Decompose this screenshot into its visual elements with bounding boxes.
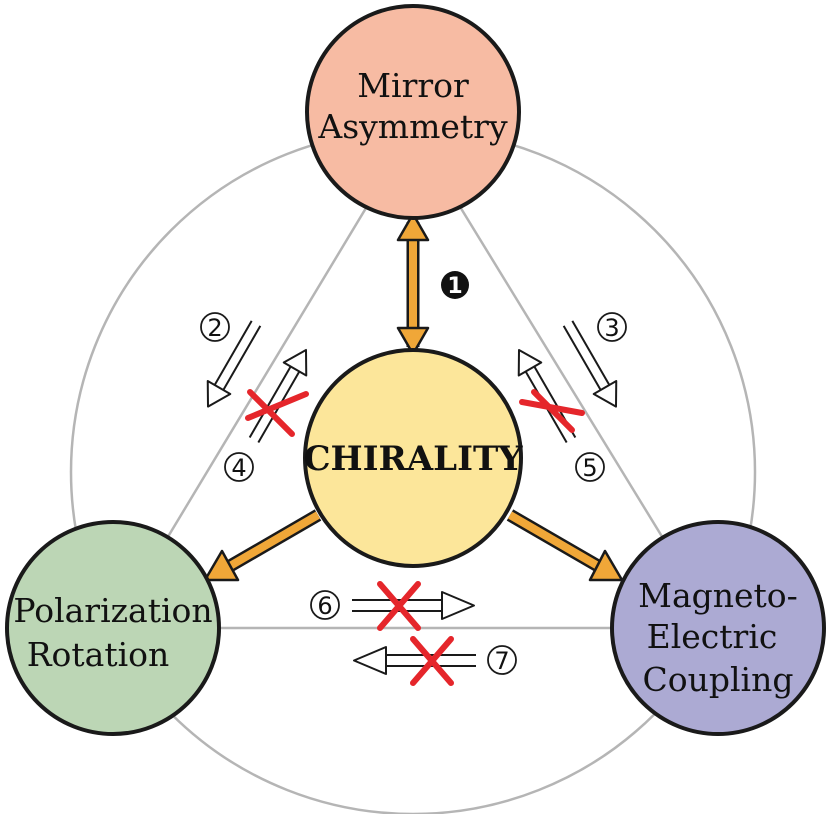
svg-text:1: 1: [447, 274, 462, 299]
magneto-label-line3: Coupling: [643, 660, 794, 699]
arrow-chirality-magneto: [506, 509, 624, 582]
chirality-label: CHIRALITY: [303, 439, 523, 479]
cross-5-red-x-mark: [519, 389, 585, 433]
arrow-1-mirror-chirality: [396, 212, 430, 356]
arrow-chirality-polarization: [203, 509, 322, 582]
marker-6: 6: [310, 590, 340, 620]
svg-text:6: 6: [317, 592, 332, 620]
svg-text:4: 4: [231, 454, 246, 482]
magneto-label-line2: Electric: [647, 617, 778, 656]
node-polarization-rotation: [5, 520, 221, 736]
svg-text:7: 7: [494, 647, 509, 675]
svg-text:5: 5: [582, 454, 597, 482]
cross-7-red-x-mark: [410, 636, 454, 686]
marker-5: 5: [575, 452, 605, 482]
node-mirror-asymmetry: [305, 4, 521, 220]
cross-4-red-x-mark: [245, 389, 309, 437]
mirror-label-line1: Mirror: [357, 66, 469, 105]
magneto-label-line1: Magneto-: [638, 576, 798, 615]
node-magneto-electric-coupling: [610, 520, 826, 736]
svg-text:2: 2: [207, 314, 222, 342]
mirror-label-line2: Asymmetry: [317, 107, 508, 146]
node-chirality: [303, 348, 523, 568]
cross-6-red-x-mark: [377, 581, 421, 631]
marker-7: 7: [487, 645, 517, 675]
marker-4: 4: [224, 452, 254, 482]
marker-2: 2: [200, 312, 230, 342]
marker-3: 3: [597, 312, 627, 342]
svg-text:3: 3: [604, 314, 619, 342]
marker-1: 1: [441, 271, 469, 299]
polarization-label-line1: Polarization: [13, 591, 212, 630]
open-arrow-2: [206, 320, 262, 408]
polarization-label-line2: Rotation: [27, 635, 170, 674]
open-arrow-6: [352, 591, 475, 620]
open-arrow-3: [562, 320, 618, 408]
open-arrow-7: [353, 646, 476, 675]
